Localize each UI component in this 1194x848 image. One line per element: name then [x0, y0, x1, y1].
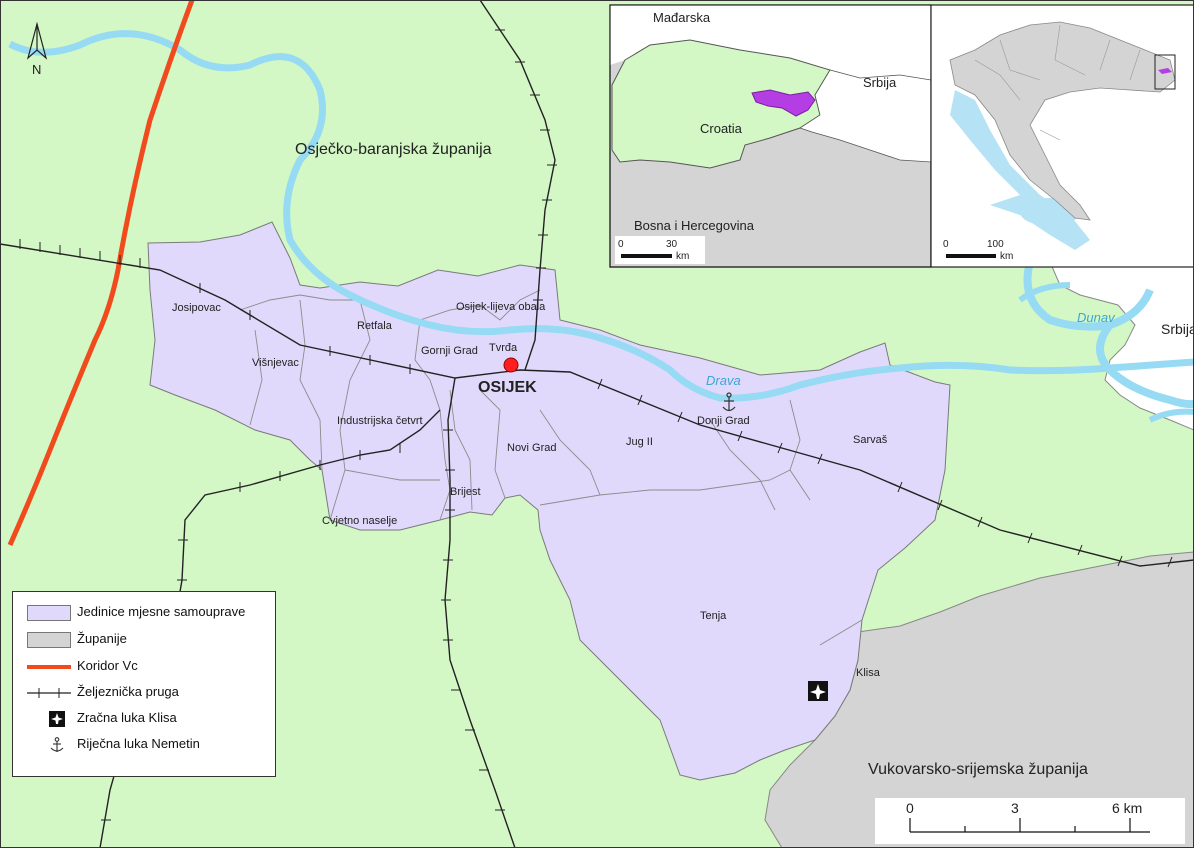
- dunav-river-branch: [1018, 282, 1194, 423]
- district-label: Brijest: [450, 486, 481, 498]
- drava-label: Drava: [706, 373, 741, 388]
- airport-icon: [49, 711, 65, 727]
- airport-icon[interactable]: [808, 681, 828, 701]
- district-label: Novi Grad: [507, 442, 557, 454]
- legend-item: Zračna luka Klisa: [13, 708, 275, 730]
- dunav-label: Dunav: [1077, 310, 1116, 325]
- legend-label: Županije: [77, 631, 127, 646]
- croatia-outline: [949, 21, 1176, 221]
- legend-label: Riječna luka Nemetin: [77, 736, 200, 751]
- scale-tick-label: 0: [906, 800, 914, 816]
- district-label: Cvjetno naselje: [322, 515, 397, 527]
- district-label: Gornji Grad: [421, 345, 478, 357]
- legend-item: Riječna luka Nemetin: [13, 734, 275, 756]
- inset-scale-start: 0: [618, 239, 624, 250]
- municipal-area: [147, 221, 951, 781]
- district-label: Tenja: [700, 610, 727, 622]
- county-fill-icon: [27, 632, 71, 648]
- municipal-fill-icon: [27, 605, 71, 621]
- scale-tick-label: 6 km: [1112, 800, 1142, 816]
- city-label: OSIJEK: [478, 379, 537, 396]
- inset-scale-unit: km: [676, 251, 689, 262]
- north-arrow-icon: [26, 21, 48, 60]
- inset-country-map: 0 100 km: [930, 4, 1194, 268]
- district-label: Industrijska četvrt: [337, 415, 423, 427]
- legend-item: Koridor Vc: [13, 656, 275, 678]
- inset2-scale-unit: km: [1000, 251, 1013, 262]
- drava-river: [8, 30, 1194, 402]
- legend-label: Zračna luka Klisa: [77, 710, 177, 725]
- district-label: Sarvaš: [853, 434, 888, 446]
- rail-line-icon: [27, 688, 71, 698]
- inset2-scale-end: 100: [987, 239, 1004, 250]
- legend-label: Koridor Vc: [77, 658, 138, 673]
- inset2-scale-start: 0: [943, 239, 949, 250]
- district-label: Retfala: [357, 320, 393, 332]
- city-marker[interactable]: [503, 357, 519, 373]
- region-label: Osječko-baranjska županija: [295, 141, 492, 158]
- north-label: N: [32, 62, 41, 77]
- district-labels: Josipovac Retfala Osijek-lijeva obala Go…: [172, 301, 888, 679]
- district-label: Klisa: [856, 667, 881, 679]
- legend: Jedinice mjesne samouprave Županije Kori…: [12, 591, 276, 777]
- inset-scale-end: 30: [666, 239, 678, 250]
- scale-tick-label: 3: [1011, 800, 1019, 816]
- legend-item: Jedinice mjesne samouprave: [13, 602, 275, 624]
- croatia-shape: [611, 39, 831, 169]
- legend-label: Željeznička pruga: [77, 684, 179, 699]
- district-label: Josipovac: [172, 302, 221, 314]
- district-label: Osijek-lijeva obala: [456, 301, 546, 313]
- district-label: Tvrđa: [489, 342, 518, 354]
- inset-label-croatia: Croatia: [700, 121, 743, 136]
- legend-item: Željeznička pruga: [13, 682, 275, 704]
- legend-label: Jedinice mjesne samouprave: [77, 604, 246, 619]
- anchor-icon: [50, 737, 64, 752]
- inset-region-map: Mađarska Srbija Croatia Bosna i Hercegov…: [609, 4, 932, 268]
- inset-label-hungary: Mađarska: [653, 10, 711, 25]
- inset-label-serbia: Srbija: [863, 75, 897, 90]
- serbia-label: Srbija: [1161, 321, 1194, 337]
- osijek-area-highlight: [751, 89, 816, 117]
- anchor-icon[interactable]: [722, 392, 736, 412]
- corridor-vc-line: [7, 0, 195, 547]
- neighbor-county-label: Vukovarsko-srijemska županija: [868, 761, 1088, 778]
- district-label: Višnjevac: [252, 357, 299, 369]
- legend-item: Županije: [13, 629, 275, 651]
- inset-label-bosnia: Bosna i Hercegovina: [634, 218, 755, 233]
- corridor-line-icon: [27, 665, 71, 669]
- scale-bar: 0 3 6 km: [875, 798, 1185, 844]
- district-label: Donji Grad: [697, 415, 750, 427]
- district-label: Jug II: [626, 436, 653, 448]
